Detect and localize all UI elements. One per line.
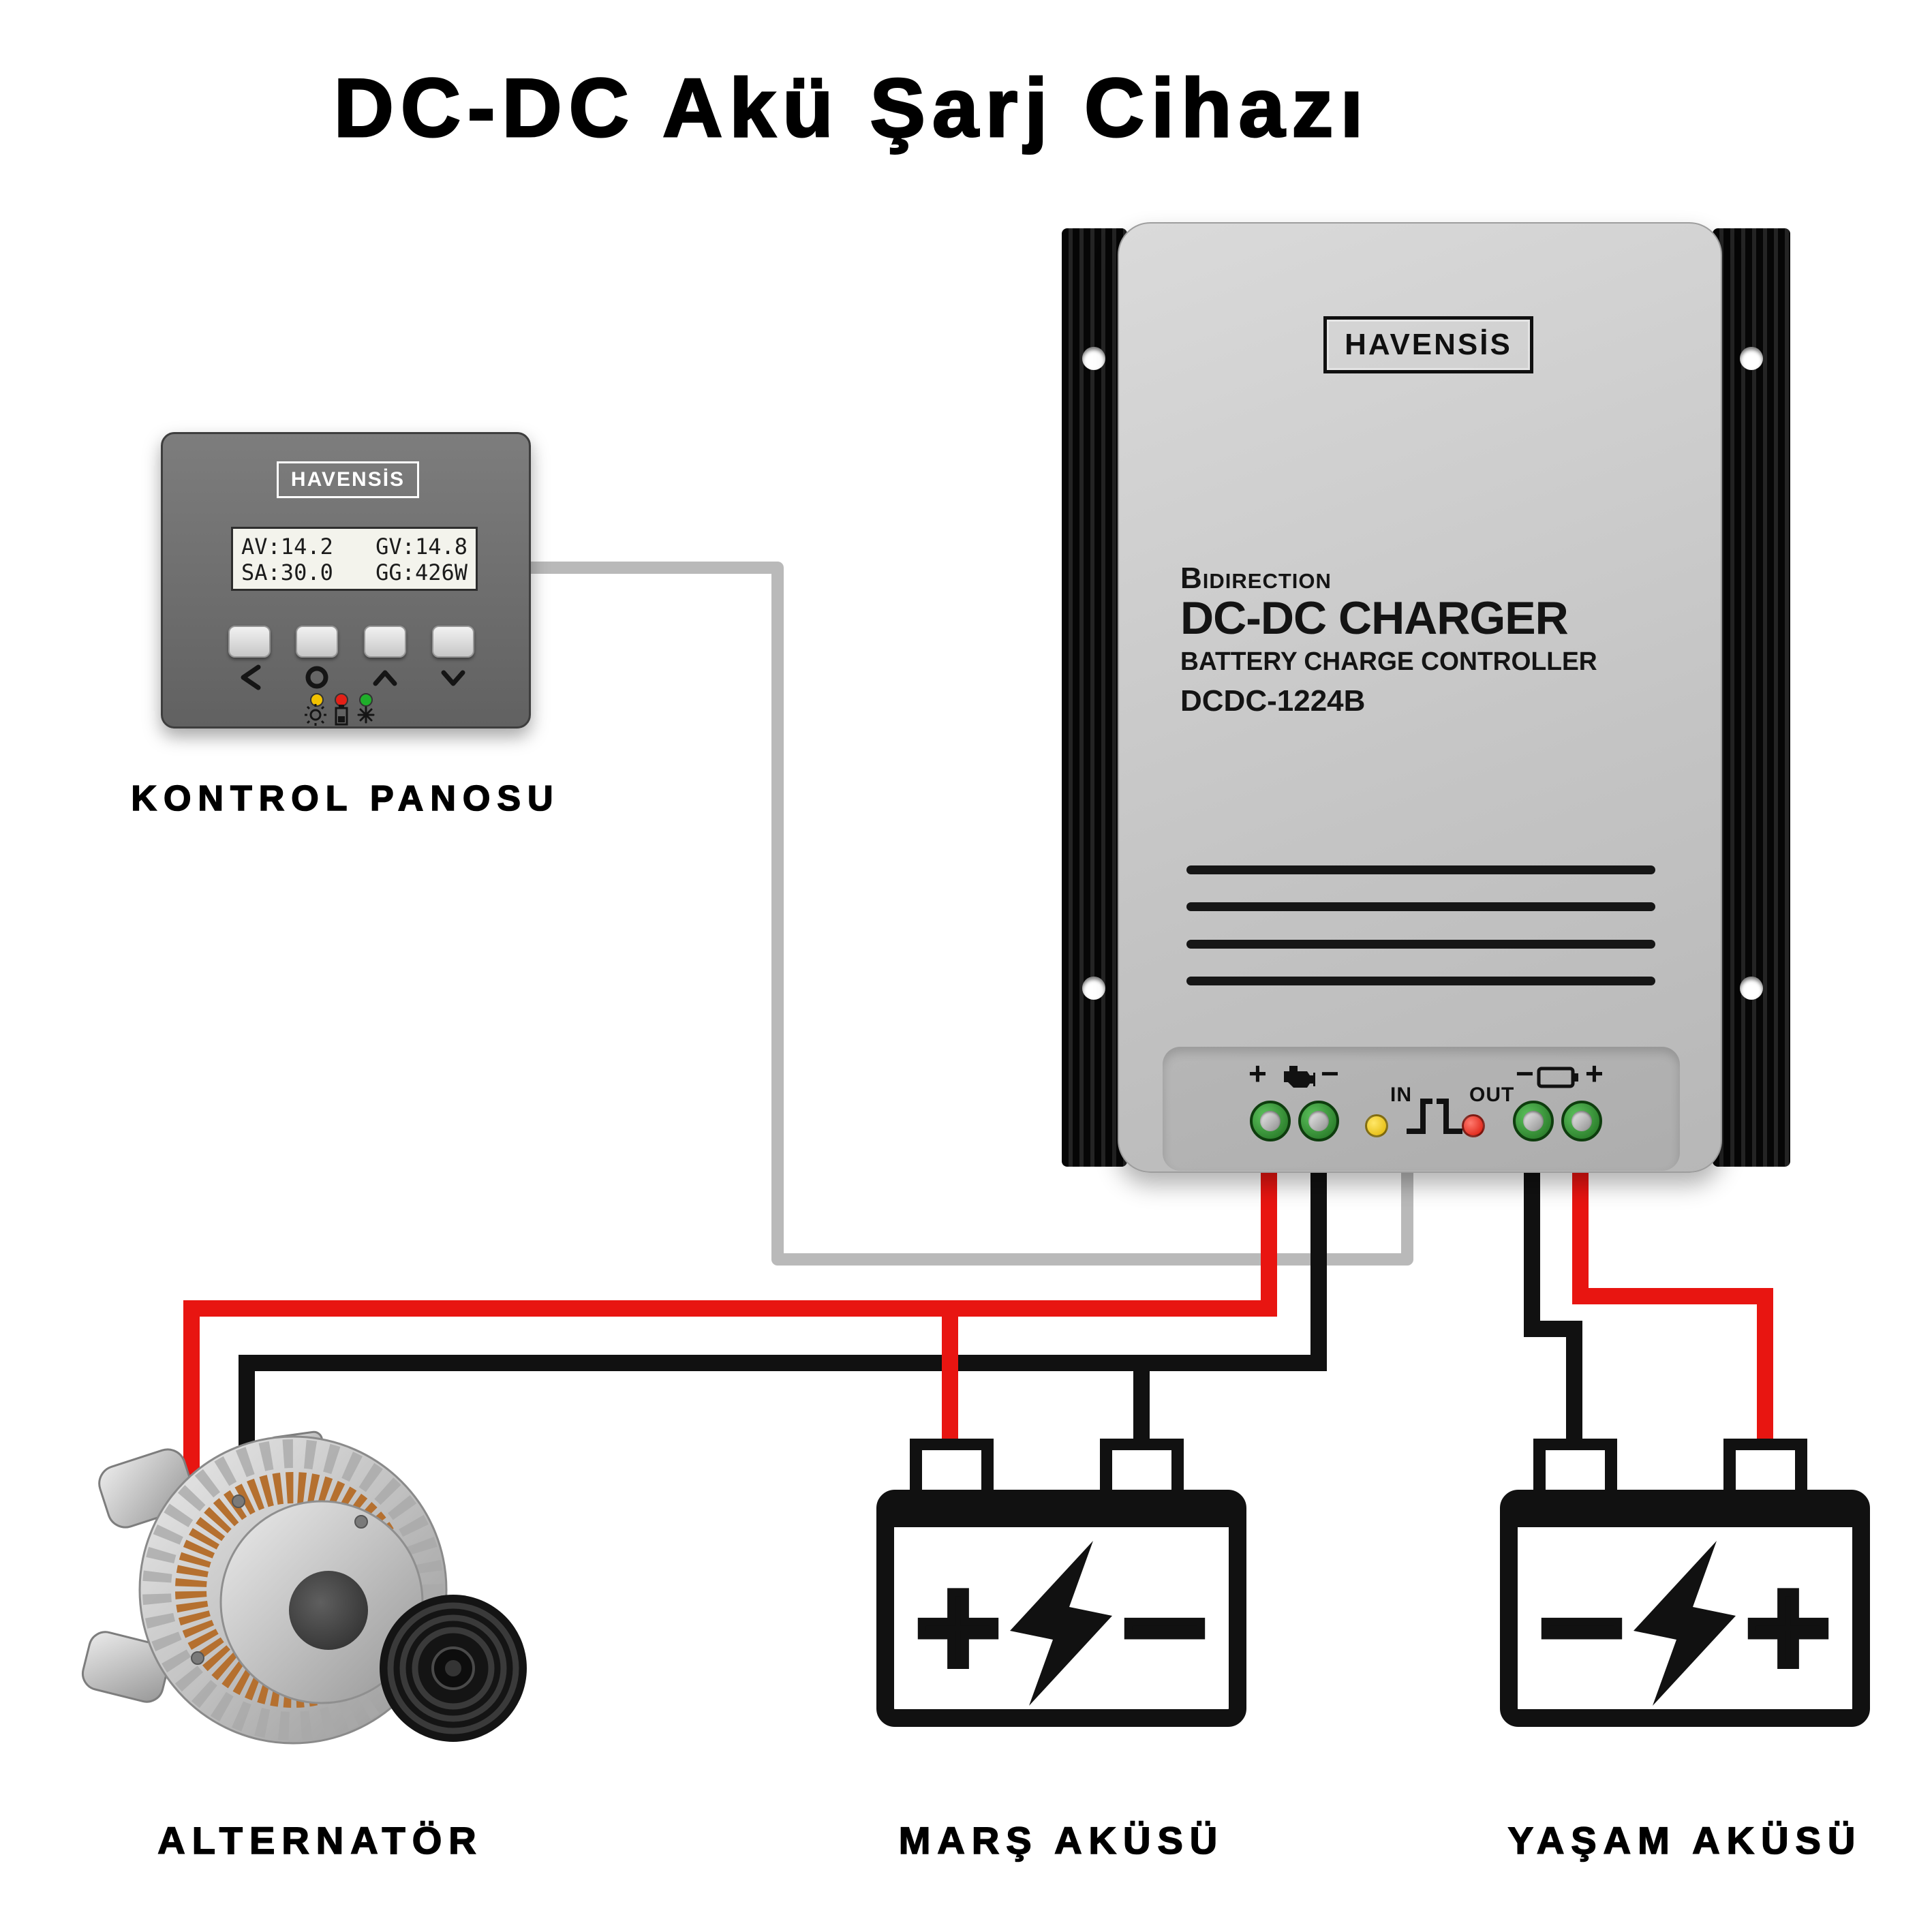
house-battery: − + xyxy=(1500,1439,1870,1727)
output-led-red xyxy=(1462,1114,1485,1137)
alternator-illustration xyxy=(81,1430,527,1745)
vent-slot xyxy=(1186,940,1655,949)
battery-plus-symbol: + xyxy=(910,1558,1007,1693)
led-green xyxy=(359,693,373,707)
input-led-yellow xyxy=(1365,1114,1388,1137)
down-arrow-icon xyxy=(441,670,465,686)
input-terminal-negative[interactable] xyxy=(1298,1101,1339,1141)
panel-button-down[interactable] xyxy=(432,626,474,658)
battery-lid xyxy=(1509,1499,1861,1527)
in-label: IN xyxy=(1390,1084,1412,1106)
mounting-bracket-left xyxy=(1062,228,1127,1167)
house-battery-label: YAŞAM AKÜSÜ xyxy=(1507,1818,1862,1862)
page-title: DC-DC Akü Şarj Cihazı xyxy=(333,61,1370,155)
output-terminal-positive[interactable] xyxy=(1561,1101,1602,1141)
battery-icon xyxy=(1537,1067,1578,1088)
battery-indicator-icon xyxy=(335,705,348,726)
brand-logo: HAVENSİS xyxy=(1323,316,1533,373)
starter-battery: + − xyxy=(876,1439,1246,1727)
panel-button-left[interactable] xyxy=(228,626,271,658)
lcd-display: AV:14.2 GV:14.8 SA:30.0 GG:426W xyxy=(231,527,478,591)
vent-slot xyxy=(1186,902,1655,911)
lcd-power: GG:426W xyxy=(375,559,467,585)
out-label: OUT xyxy=(1469,1084,1515,1106)
alternator-bolt xyxy=(191,1651,204,1665)
battery-minus-symbol: − xyxy=(1116,1558,1213,1693)
lightning-bolt-icon xyxy=(1010,1541,1112,1706)
output-plus-label: + xyxy=(1585,1056,1604,1091)
lcd-alternator-voltage: AV:14.2 xyxy=(241,534,333,559)
vent-slot xyxy=(1186,865,1655,874)
input-minus-label: − xyxy=(1321,1056,1339,1091)
brand-logo: HAVENSİS xyxy=(277,461,419,498)
led-yellow xyxy=(310,693,324,707)
charger-series: Bidirection xyxy=(1180,562,1332,595)
alternator-hub xyxy=(289,1571,368,1650)
mounting-hole xyxy=(1740,977,1763,1000)
charger-model: DCDC-1224B xyxy=(1180,684,1366,718)
control-cable-gray xyxy=(491,562,1413,1266)
alternator-bolt xyxy=(354,1515,368,1529)
output-wire-black-house xyxy=(1524,1159,1582,1472)
dcdc-charger-device: HAVENSİS Bidirection DC-DC CHARGER BATTE… xyxy=(1118,222,1722,1173)
pulse-waveform-icon xyxy=(1407,1099,1462,1134)
battery-lid xyxy=(885,1499,1238,1527)
input-terminal-positive[interactable] xyxy=(1250,1101,1291,1141)
charge-sun-icon xyxy=(305,704,326,726)
output-minus-label: − xyxy=(1516,1056,1534,1091)
lcd-battery-voltage: GV:14.8 xyxy=(375,534,467,559)
charger-subtitle: BATTERY CHARGE CONTROLLER xyxy=(1180,647,1597,676)
battery-minus-symbol: − xyxy=(1533,1558,1630,1693)
control-panel-label: KONTROL PANOSU xyxy=(131,778,560,819)
input-plus-label: + xyxy=(1248,1056,1267,1091)
sun-indicator-icon xyxy=(357,706,375,724)
engine-icon xyxy=(1284,1066,1315,1088)
mounting-hole xyxy=(1082,347,1105,370)
mounting-hole xyxy=(1740,347,1763,370)
output-terminal-negative[interactable] xyxy=(1513,1101,1554,1141)
panel-button-up[interactable] xyxy=(364,626,406,658)
control-panel-device: HAVENSİS AV:14.2 GV:14.8 SA:30.0 GG:426W xyxy=(161,432,531,729)
mounting-hole xyxy=(1082,977,1105,1000)
lightning-bolt-icon xyxy=(1634,1541,1736,1706)
left-arrow-icon xyxy=(241,664,261,690)
led-red xyxy=(335,693,348,707)
charger-product-name: DC-DC CHARGER xyxy=(1180,592,1569,644)
mounting-bracket-right xyxy=(1713,228,1790,1167)
output-wire-red-house xyxy=(1572,1159,1773,1472)
alternator-label: ALTERNATÖR xyxy=(157,1818,483,1862)
battery-plus-symbol: + xyxy=(1740,1558,1837,1693)
panel-button-select[interactable] xyxy=(296,626,338,658)
up-arrow-icon xyxy=(373,670,397,686)
alternator-fins xyxy=(142,1439,444,1741)
ok-circle-icon xyxy=(305,666,328,689)
lcd-charge-current: SA:30.0 xyxy=(241,559,333,585)
positive-wire-red-input xyxy=(183,1159,1277,1540)
vent-slot xyxy=(1186,977,1655,985)
alternator-pulley xyxy=(380,1595,527,1742)
starter-battery-label: MARŞ AKÜSÜ xyxy=(898,1818,1225,1862)
alternator-bolt xyxy=(232,1494,245,1508)
